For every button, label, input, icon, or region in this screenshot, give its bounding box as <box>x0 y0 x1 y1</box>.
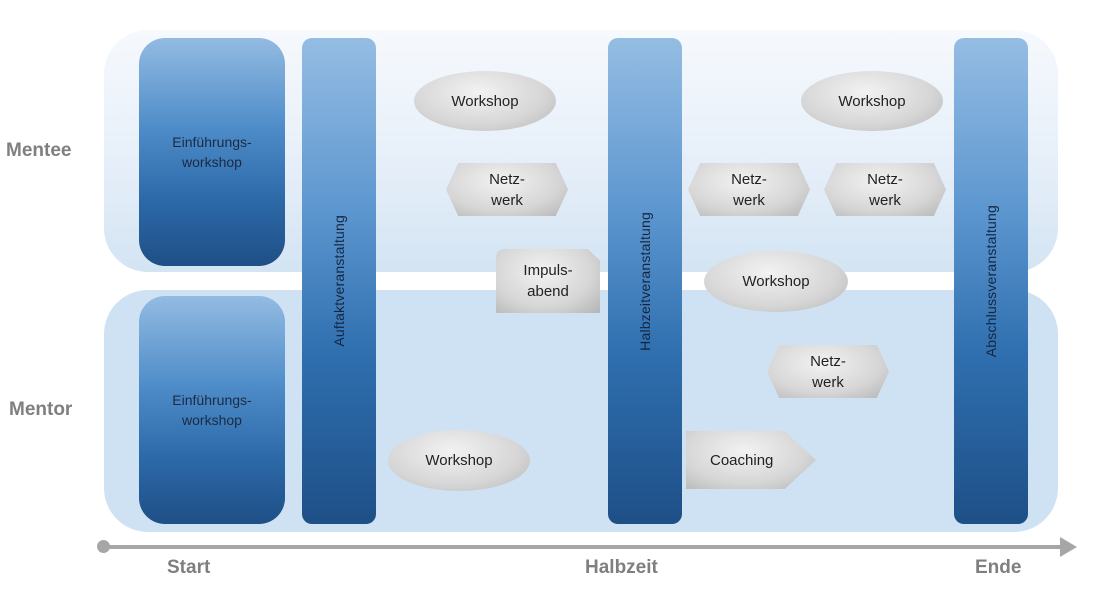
timeline-axis <box>104 545 1062 549</box>
coaching: Coaching <box>686 431 816 489</box>
role-label-mentor: Mentor <box>9 399 73 420</box>
milestone-abschluss-label: Abschlussveranstaltung <box>983 204 999 358</box>
milestone-halbzeit: Halbzeitveranstaltung <box>608 38 682 524</box>
timeline-arrow-icon <box>1060 537 1077 557</box>
timeline-start-label: Start <box>167 557 211 578</box>
workshop-mentee-1: Workshop <box>414 71 556 131</box>
netzwerk-mentor: Netz- werk <box>767 345 889 398</box>
milestone-halbzeit-label: Halbzeitveranstaltung <box>637 211 653 351</box>
timeline-start-dot <box>97 540 110 553</box>
workshop-mentee-2: Workshop <box>801 71 943 131</box>
workshop-mentor: Workshop <box>388 430 530 491</box>
intro-workshop-mentee: Einführungs- workshop <box>139 38 285 266</box>
intro-workshop-mentor: Einführungs- workshop <box>139 296 285 524</box>
netzwerk-mentee-2: Netz- werk <box>688 163 810 216</box>
impulsabend: Impuls- abend <box>496 249 600 313</box>
milestone-auftakt: Auftaktveranstaltung <box>302 38 376 524</box>
role-label-mentee: Mentee <box>6 140 72 161</box>
timeline-end-label: Ende <box>975 557 1022 578</box>
milestone-abschluss: Abschlussveranstaltung <box>954 38 1028 524</box>
netzwerk-mentee-3: Netz- werk <box>824 163 946 216</box>
timeline-middle-label: Halbzeit <box>585 557 658 578</box>
netzwerk-mentee-1: Netz- werk <box>446 163 568 216</box>
workshop-shared: Workshop <box>704 251 848 312</box>
milestone-auftakt-label: Auftaktveranstaltung <box>331 215 347 347</box>
